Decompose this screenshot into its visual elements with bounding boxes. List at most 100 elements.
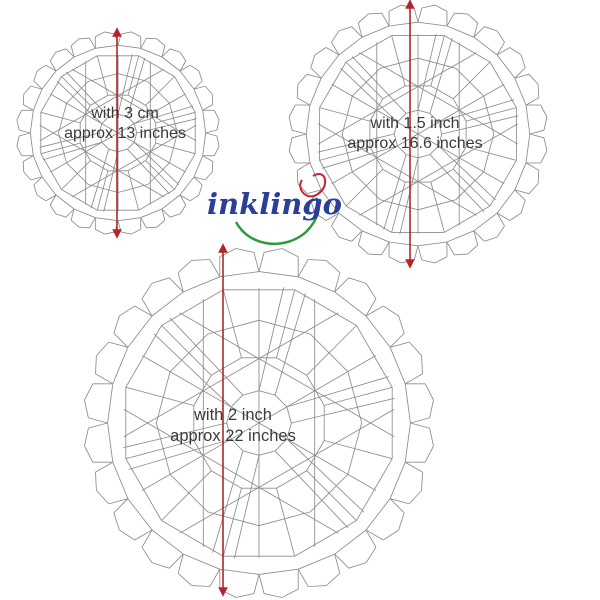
- tile-edge: [340, 67, 398, 123]
- petal-edge: [55, 194, 75, 210]
- petal-edge: [297, 74, 308, 85]
- tile-edge: [274, 450, 349, 529]
- petal-edge: [84, 428, 89, 447]
- petal-edge: [368, 253, 382, 256]
- petal-edge: [88, 422, 108, 429]
- petal-edge: [540, 104, 548, 118]
- petal-edge: [281, 588, 299, 598]
- petal-edge: [365, 305, 384, 317]
- petal-edge: [161, 48, 171, 58]
- petal-edge: [528, 183, 539, 194]
- petal-edge: [398, 512, 405, 531]
- tile-edge: [321, 145, 398, 169]
- petal-edge: [309, 162, 322, 191]
- petal-edge: [216, 119, 220, 131]
- petal-edge: [383, 305, 399, 317]
- petal-edge: [421, 259, 436, 264]
- petal-edge: [454, 253, 468, 256]
- petal-edge: [107, 383, 114, 424]
- tile-edge: [242, 390, 260, 396]
- petal-edge: [156, 38, 166, 47]
- petal-edge: [204, 85, 213, 95]
- tile-edge: [276, 470, 307, 489]
- star-line: [71, 68, 197, 142]
- petal-edge: [141, 547, 153, 563]
- tile-edge: [274, 438, 288, 452]
- tile-edge: [161, 470, 212, 521]
- petal-edge: [119, 305, 135, 317]
- petal-edge: [96, 490, 110, 505]
- petal-edge: [45, 194, 57, 202]
- petal-edge: [179, 70, 195, 90]
- tile-edge: [324, 440, 393, 460]
- petal-edge: [298, 553, 335, 570]
- petal-edge: [413, 245, 419, 261]
- petal-edge: [168, 553, 184, 569]
- petal-edge: [296, 170, 299, 184]
- petal-edge: [49, 204, 57, 215]
- petal-edge: [41, 70, 57, 90]
- tile-edge: [161, 325, 212, 376]
- tile-edge: [276, 289, 296, 358]
- petal-edge: [421, 4, 436, 9]
- petal-edge: [179, 60, 187, 72]
- petal-edge: [113, 498, 129, 514]
- petal-edge: [198, 70, 203, 82]
- petal-edge: [368, 12, 382, 15]
- petal-edge: [310, 54, 316, 68]
- petal-edge: [514, 189, 526, 201]
- petal-edge: [496, 212, 505, 227]
- tile-edge: [306, 470, 357, 521]
- petal-edge: [446, 25, 475, 38]
- star-line: [317, 123, 477, 216]
- tile-edge: [286, 422, 292, 440]
- petal-edge: [151, 277, 170, 284]
- petal-edge: [96, 341, 110, 356]
- tile-edge: [242, 450, 260, 456]
- petal-edge: [288, 137, 293, 152]
- petal-edge: [496, 30, 505, 43]
- petal-edge: [297, 568, 309, 587]
- petal-edge: [41, 176, 57, 196]
- petal-edge: [361, 25, 390, 38]
- logo-text: inklingo: [207, 187, 342, 221]
- petal-edge: [306, 189, 322, 195]
- petal-edge: [205, 132, 218, 137]
- petal-edge: [258, 271, 299, 278]
- petal-edge: [537, 170, 540, 184]
- tile-edge: [169, 317, 244, 396]
- petal-edge: [467, 244, 478, 255]
- tile-edge: [222, 289, 242, 358]
- tile-edge: [429, 145, 439, 155]
- tile-edge: [429, 37, 453, 114]
- tile-edge: [438, 99, 515, 123]
- petal-edge: [365, 298, 377, 317]
- petal-edge: [424, 445, 434, 463]
- petal-edge: [404, 373, 423, 385]
- petal-edge: [84, 383, 94, 401]
- petal-edge: [365, 529, 377, 548]
- petal-edge: [361, 230, 390, 243]
- tile-edge: [399, 157, 419, 235]
- petal-edge: [410, 422, 430, 429]
- petal-edge: [198, 184, 203, 196]
- tile-edge: [258, 390, 276, 396]
- tile-edge: [351, 56, 407, 114]
- petal-edge: [89, 217, 96, 229]
- petal-edge: [55, 213, 67, 218]
- petal-edge: [528, 74, 539, 85]
- petal-edge: [95, 461, 114, 473]
- petal-edge: [389, 332, 405, 348]
- petal-edge: [189, 64, 200, 72]
- tile-edge: [212, 450, 244, 553]
- rosette-small: [16, 31, 220, 235]
- petal-edge: [389, 241, 419, 247]
- tile-edge: [276, 357, 307, 376]
- petal-edge: [16, 146, 23, 156]
- petal-edge: [131, 31, 141, 38]
- petal-edge: [183, 276, 220, 293]
- petal-edge: [314, 47, 327, 56]
- tile-edge: [127, 142, 135, 150]
